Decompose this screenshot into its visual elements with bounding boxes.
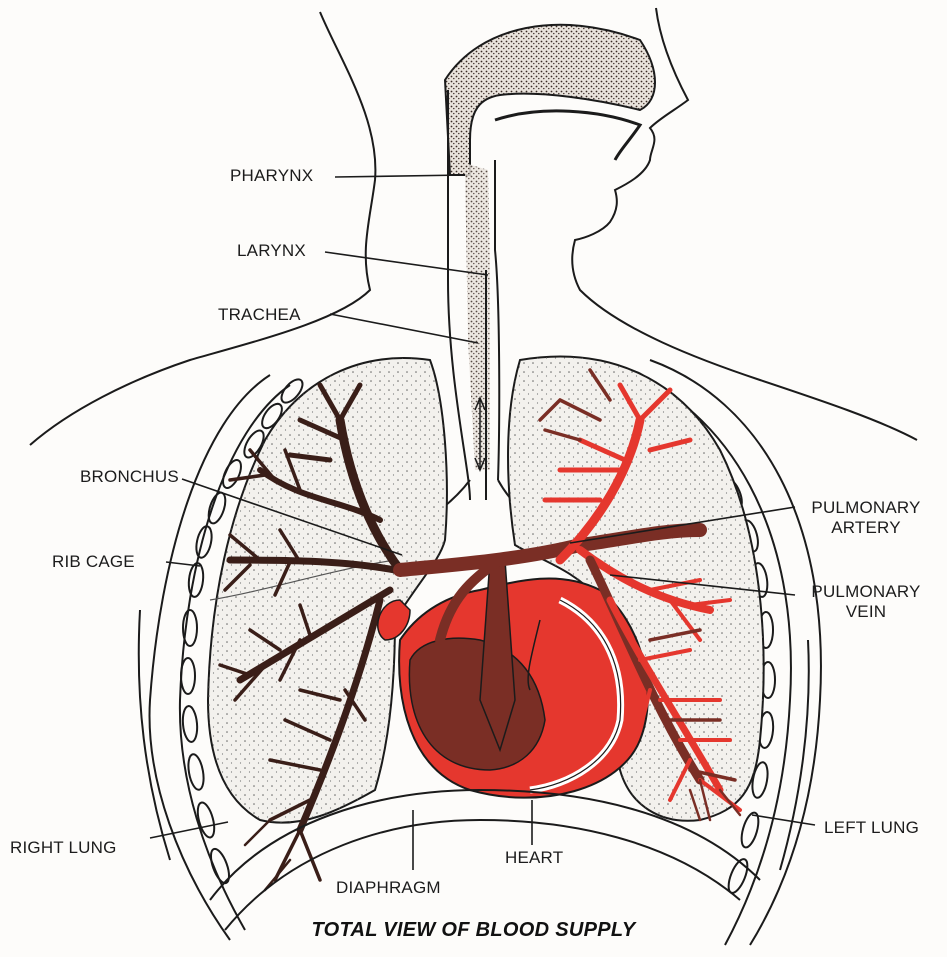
label-pulmonary-vein: PULMONARY VEIN xyxy=(796,582,936,623)
label-bronchus: BRONCHUS xyxy=(80,467,179,487)
nasal-cavity xyxy=(445,25,655,175)
label-trachea: TRACHEA xyxy=(218,305,301,325)
label-diaphragm: DIAPHRAGM xyxy=(336,878,441,898)
label-pulmonary-artery-line2: ARTERY xyxy=(796,518,936,538)
leader-pharynx xyxy=(335,175,465,177)
label-heart: HEART xyxy=(505,848,563,868)
label-left-lung: LEFT LUNG xyxy=(824,818,919,838)
label-larynx: LARYNX xyxy=(237,241,306,261)
label-right-lung: RIGHT LUNG xyxy=(10,838,117,858)
label-pulmonary-vein-line2: VEIN xyxy=(796,602,936,622)
leader-larynx xyxy=(325,252,488,275)
leader-trachea xyxy=(330,314,478,343)
label-pulmonary-artery: PULMONARY ARTERY xyxy=(796,498,936,539)
leader-left-lung xyxy=(752,815,815,825)
label-pulmonary-artery-line1: PULMONARY xyxy=(796,498,936,518)
label-rib-cage: RIB CAGE xyxy=(52,552,135,572)
figure-caption: TOTAL VIEW OF BLOOD SUPPLY xyxy=(0,919,947,942)
label-pharynx: PHARYNX xyxy=(230,166,313,186)
label-pulmonary-vein-line1: PULMONARY xyxy=(796,582,936,602)
